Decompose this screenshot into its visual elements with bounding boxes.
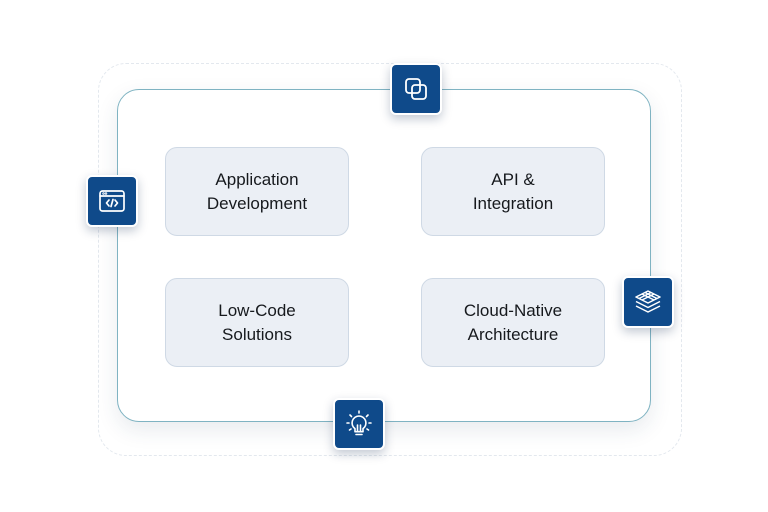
card-label: API & Integration (472, 169, 554, 213)
card-low-code-solutions: Low-Code Solutions (165, 278, 349, 367)
card-label: Low-Code Solutions (218, 300, 296, 344)
code-window-icon (86, 175, 138, 227)
card-application-development: Application Development (165, 147, 349, 236)
lightbulb-icon (333, 398, 385, 450)
card-cloud-native-architecture: Cloud-Native Architecture (421, 278, 605, 367)
duplicate-squares-icon (390, 63, 442, 115)
card-label: Application Development (206, 169, 308, 213)
card-api-integration: API & Integration (421, 147, 605, 236)
outer-dashed-frame (98, 63, 682, 456)
layers-stack-icon (622, 276, 674, 328)
card-label: Cloud-Native Architecture (463, 300, 563, 344)
services-panel (117, 89, 651, 422)
